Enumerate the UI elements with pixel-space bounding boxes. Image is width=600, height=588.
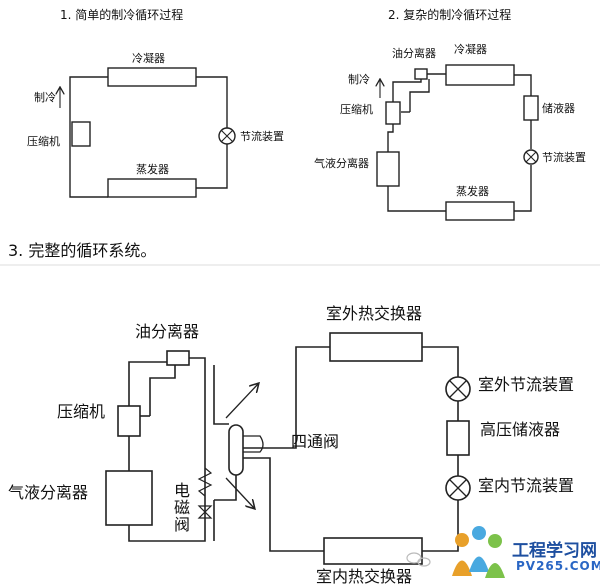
d1-evaporator-box bbox=[107, 178, 197, 198]
d2-compressor-box bbox=[385, 101, 401, 125]
d3-solenoid-coil bbox=[197, 467, 213, 497]
diagram3-circuit bbox=[105, 332, 471, 565]
d3-outdoor-throttle-label: 室外节流装置 bbox=[478, 375, 575, 394]
diagram1-title: 1. 简单的制冷循环过程 bbox=[60, 8, 184, 22]
d3-high-pressure-receiver-label: 高压储液器 bbox=[480, 420, 561, 439]
d3-flow-arrow-down bbox=[225, 477, 254, 508]
d3-four-way-valve-label: 四通阀 bbox=[291, 432, 340, 451]
d2-receiver-label: 储液器 bbox=[542, 102, 575, 115]
d1-refrigeration-label: 制冷 bbox=[34, 91, 56, 104]
d3-oil-separator-box bbox=[166, 350, 190, 366]
d3-solenoid-valve-symbol bbox=[197, 505, 213, 519]
d3-four-way-valve-body bbox=[228, 424, 244, 476]
d1-compressor-box bbox=[71, 121, 91, 147]
d2-gas-liquid-separator-label: 气液分离器 bbox=[314, 157, 369, 170]
diagram2-title: 2. 复杂的制冷循环过程 bbox=[388, 8, 512, 22]
d3-compressor-label: 压缩机 bbox=[57, 402, 106, 421]
d3-gas-liquid-separator-box bbox=[105, 470, 153, 526]
d2-compressor-label: 压缩机 bbox=[340, 103, 373, 116]
d2-oil-separator-box bbox=[414, 68, 428, 80]
d2-condenser-label: 冷凝器 bbox=[454, 43, 487, 56]
d3-outdoor-exchanger-box bbox=[329, 332, 423, 362]
d3-outdoor-exchanger-label: 室外热交换器 bbox=[326, 304, 423, 323]
d2-evaporator-box bbox=[445, 201, 515, 221]
diagram2-circuit bbox=[376, 64, 539, 221]
d2-oil-separator-label: 油分离器 bbox=[392, 47, 436, 60]
d3-compressor-box bbox=[117, 405, 141, 437]
d3-outdoor-throttle-symbol bbox=[445, 376, 471, 402]
d2-condenser-box bbox=[445, 64, 515, 86]
d3-flow-arrow-up bbox=[225, 384, 258, 419]
d3-solenoid-valve-label: 电磁阀 bbox=[171, 482, 190, 533]
watermark-people-icon bbox=[452, 526, 505, 578]
d2-throttle-label: 节流装置 bbox=[542, 151, 586, 164]
d3-indoor-throttle-symbol bbox=[445, 475, 471, 501]
d3-oil-separator-label: 油分离器 bbox=[135, 322, 200, 341]
diagram1-circuit bbox=[60, 67, 236, 198]
d1-throttle-label: 节流装置 bbox=[240, 130, 284, 143]
d3-indoor-exchanger-label: 室内热交换器 bbox=[316, 567, 413, 586]
d1-condenser-label: 冷凝器 bbox=[132, 52, 165, 65]
d2-throttle-symbol bbox=[523, 149, 539, 165]
d1-condenser-box bbox=[107, 67, 197, 87]
watermark-site-url: PV265.COM bbox=[516, 559, 600, 573]
d2-gas-liquid-separator-box bbox=[376, 151, 400, 187]
d3-gas-liquid-separator-label: 气液分离器 bbox=[8, 483, 89, 502]
d2-evaporator-label: 蒸发器 bbox=[456, 185, 489, 198]
d1-evaporator-label: 蒸发器 bbox=[136, 163, 169, 176]
d2-receiver-box bbox=[523, 95, 539, 121]
d2-refrigeration-label: 制冷 bbox=[348, 73, 370, 86]
d3-indoor-throttle-label: 室内节流装置 bbox=[478, 476, 575, 495]
d1-throttle-symbol bbox=[218, 127, 236, 145]
diagram3-title: 3. 完整的循环系统。 bbox=[8, 241, 157, 260]
d1-compressor-label: 压缩机 bbox=[27, 135, 60, 148]
watermark-site-name: 工程学习网 bbox=[512, 541, 597, 561]
wechat-watermark-icon bbox=[406, 552, 431, 567]
d3-receiver-box bbox=[446, 420, 470, 456]
